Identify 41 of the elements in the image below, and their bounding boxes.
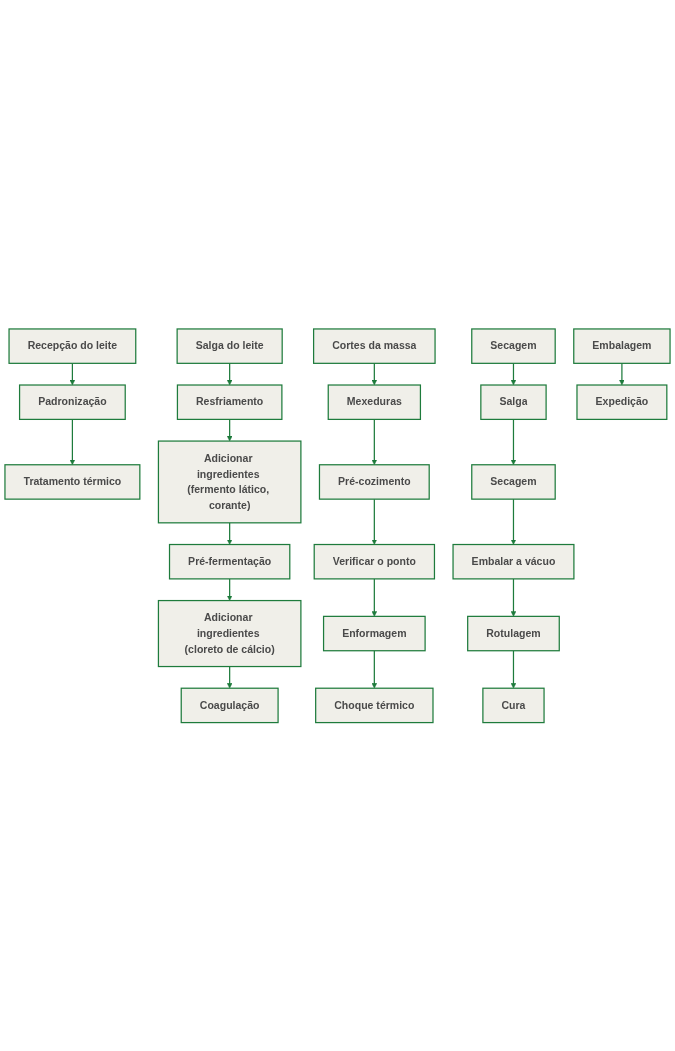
arrow (510, 362, 517, 385)
arrow (69, 362, 76, 385)
arrow (226, 521, 233, 545)
node-box: Mexeduras (327, 384, 422, 420)
node-box: Adicionar ingredientes (cloreto de cálcio) (157, 599, 302, 667)
arrow (226, 418, 233, 442)
arrow (510, 498, 517, 545)
arrow (371, 649, 378, 689)
node-box: Cortes da massa (313, 328, 436, 364)
node-box: Verificar o ponto (313, 543, 436, 580)
node-box: Secagem (471, 328, 556, 364)
node-box: Pré-cozimento (318, 463, 430, 500)
node-box: Adicionar ingredientes (fermento lático, corante) (157, 440, 302, 524)
arrow (510, 649, 517, 689)
arrow (371, 498, 378, 545)
node-box: Secagem (471, 463, 556, 500)
arrow (226, 665, 233, 689)
node-box: Enformagem (322, 615, 426, 652)
node-box: Embalar a vácuo (452, 543, 575, 580)
node-box: Salga do leite (176, 328, 283, 364)
node-box: Cura (482, 687, 545, 723)
node-box: Embalagem (573, 328, 671, 364)
node-box: Recepção do leite (8, 328, 137, 364)
arrow (510, 418, 517, 465)
node-box: Coagulação (180, 687, 279, 723)
arrow (371, 418, 378, 465)
arrow (371, 578, 378, 617)
arrow (510, 578, 517, 617)
arrow (69, 418, 76, 465)
node-box: Rotulagem (467, 615, 560, 652)
node-box: Padronização (18, 384, 126, 420)
node-box: Tratamento térmico (4, 463, 141, 500)
node-box: Salga (480, 384, 547, 420)
node-box: Choque térmico (315, 687, 434, 723)
arrow (619, 362, 625, 385)
arrow (226, 578, 233, 601)
node-box: Resfriamento (176, 384, 283, 420)
node-box: Pré-fermentação (168, 543, 291, 580)
node-box: Expedição (576, 384, 668, 420)
arrow (226, 362, 233, 385)
arrow (371, 362, 378, 385)
